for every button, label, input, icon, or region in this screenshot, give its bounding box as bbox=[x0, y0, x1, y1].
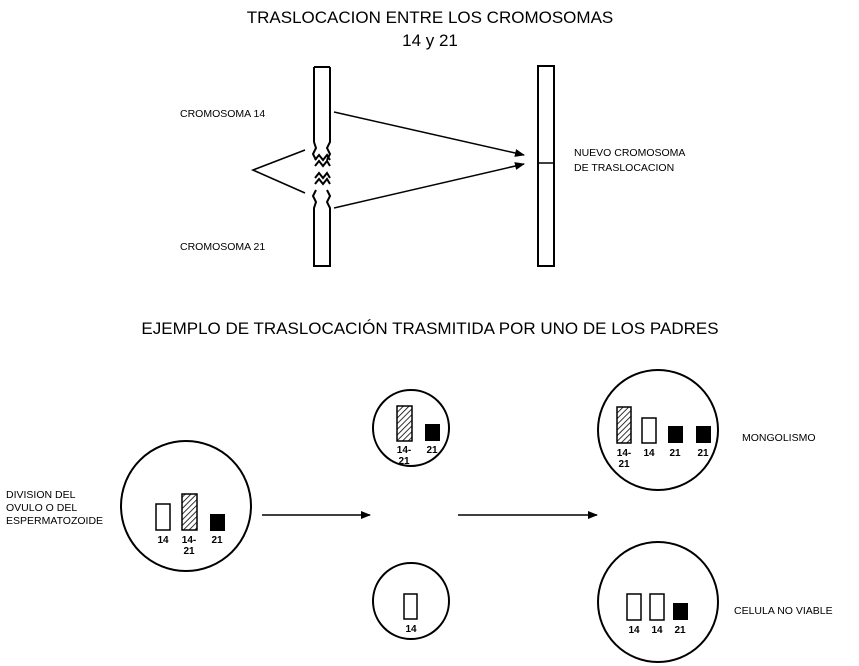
parent-label-14-21-a: 14- bbox=[182, 535, 196, 546]
bottom-title: EJEMPLO DE TRASLOCACIÓN TRASMITIDA POR U… bbox=[141, 319, 718, 338]
gamete-top-chromosome-14-21 bbox=[396, 405, 413, 442]
label-chromosome-14: CROMOSOMA 14 bbox=[180, 108, 265, 120]
zygote-bottom-label-14-a: 14 bbox=[628, 625, 640, 636]
zygote-bottom-chromosome-14-b bbox=[649, 593, 665, 621]
arrow-chr21-to-new bbox=[333, 162, 525, 209]
zygote-top-chromosome-14-21 bbox=[616, 406, 632, 444]
zygote-top-label-14-21-a: 14- bbox=[617, 448, 631, 459]
zygote-top-chromosome-21-b bbox=[696, 426, 711, 443]
parent-label-line2: OVULO O DEL bbox=[6, 502, 77, 514]
zygote-top-label-21-b: 21 bbox=[697, 448, 709, 459]
zygote-bottom bbox=[597, 541, 719, 663]
gamete-top-label-21: 21 bbox=[426, 445, 438, 456]
chromosome-21 bbox=[311, 189, 332, 267]
top-title-line2: 14 y 21 bbox=[402, 31, 458, 50]
zygote-bottom-chromosome-14-a bbox=[626, 593, 642, 621]
zygote-top-label-14-21-b: 21 bbox=[618, 459, 630, 470]
parent-chromosome-14-21 bbox=[181, 493, 198, 531]
zygote-top-label-21-a: 21 bbox=[669, 448, 681, 459]
label-celula-no-viable: CELULA NO VIABLE bbox=[734, 605, 833, 617]
zygote-bottom-label-21: 21 bbox=[674, 625, 686, 636]
label-mongolismo: MONGOLISMO bbox=[742, 432, 816, 444]
zygote-bottom-chromosome-21 bbox=[673, 603, 688, 620]
break-mark-lower bbox=[314, 171, 331, 186]
break-bracket bbox=[250, 149, 306, 194]
gamete-top-label-14-21-a: 14- bbox=[397, 445, 411, 456]
zygote-bottom-label-14-b: 14 bbox=[651, 625, 663, 636]
gamete-top-chromosome-21 bbox=[425, 424, 440, 441]
parent-chromosome-21 bbox=[210, 514, 225, 531]
label-new-chromosome-line2: DE TRASLOCACION bbox=[574, 162, 674, 174]
translocation-chromosome bbox=[537, 65, 555, 267]
top-title-line1: TRASLOCACION ENTRE LOS CROMOSOMAS bbox=[247, 8, 614, 27]
gamete-top bbox=[372, 389, 450, 467]
gamete-bottom-chromosome-14 bbox=[403, 593, 418, 620]
arrow-chr14-to-new bbox=[333, 111, 525, 157]
gamete-bottom-label-14: 14 bbox=[405, 624, 417, 635]
parent-label-21: 21 bbox=[211, 535, 223, 546]
parent-label-line1: DIVISION DEL bbox=[6, 489, 76, 501]
gamete-bottom bbox=[372, 562, 450, 640]
label-new-chromosome-line1: NUEVO CROMOSOMA bbox=[574, 147, 685, 159]
zygote-top-chromosome-14 bbox=[641, 417, 657, 444]
chromosome-14 bbox=[311, 66, 332, 161]
break-mark-upper bbox=[314, 153, 331, 168]
parent-label-line3: ESPERMATOZOIDE bbox=[6, 515, 103, 527]
zygote-top-label-14: 14 bbox=[643, 448, 655, 459]
label-chromosome-21: CROMOSOMA 21 bbox=[180, 241, 265, 253]
parent-label-14: 14 bbox=[157, 535, 169, 546]
zygote-top-chromosome-21-a bbox=[668, 426, 683, 443]
gamete-top-label-14-21-b: 21 bbox=[398, 456, 410, 467]
parent-label-14-21-b: 21 bbox=[183, 546, 195, 557]
zygote-top bbox=[597, 369, 719, 491]
parent-chromosome-14 bbox=[155, 503, 171, 531]
parent-cell bbox=[120, 440, 252, 572]
